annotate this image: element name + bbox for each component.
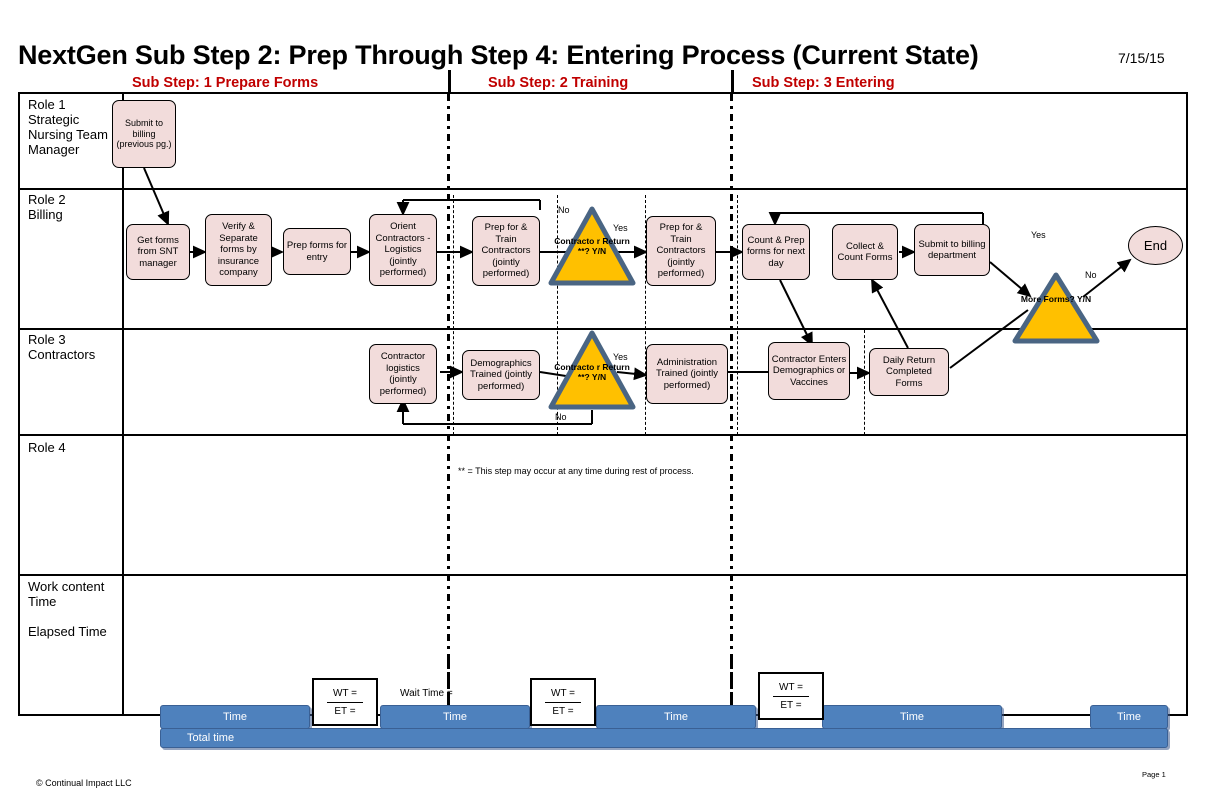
node-end[interactable]: End xyxy=(1128,226,1183,265)
helper-dash-2 xyxy=(557,195,558,435)
lane-divider-1 xyxy=(18,188,1188,190)
lane-label-role-1: Role 1 Strategic Nursing Team Manager xyxy=(28,97,108,157)
branch-label-no-role2: No xyxy=(558,205,570,215)
footnote-text: ** = This step may occur at any time dur… xyxy=(458,466,694,476)
decision-more-forms[interactable]: More Forms? Y/N xyxy=(1012,272,1100,344)
decision-contractor-return-role2[interactable]: Contracto r Return **? Y/N xyxy=(548,206,636,286)
et-label-1: ET = xyxy=(334,705,356,717)
decision-contractor-return-role3[interactable]: Contracto r Return **? Y/N xyxy=(548,330,636,410)
substep-divider-1 xyxy=(447,94,450,714)
substep-divider-1-lower xyxy=(447,660,450,720)
substep-label-1: Sub Step: 1 Prepare Forms xyxy=(132,75,319,91)
node-contractor-logistics[interactable]: Contractor logistics (jointly performed) xyxy=(369,344,437,404)
timeline-bar-1[interactable]: Time xyxy=(160,705,310,729)
node-prep-forms-for-entry[interactable]: Prep forms for entry xyxy=(283,228,351,275)
wt-label-2: WT = xyxy=(551,687,575,699)
branch-label-no-more-forms: No xyxy=(1085,270,1097,280)
node-contractor-enters-demographics[interactable]: Contractor Enters Demographics or Vaccin… xyxy=(768,342,850,400)
date-label: 7/15/15 xyxy=(1118,50,1165,66)
branch-label-yes-role2: Yes xyxy=(613,223,628,233)
lane-label-column-divider xyxy=(122,92,124,716)
substep-divider-2-lower xyxy=(730,660,733,720)
substep-divider-2-stub xyxy=(731,70,734,92)
substep-label-2: Sub Step: 2 Training xyxy=(488,75,629,91)
et-label-3: ET = xyxy=(780,699,802,711)
node-administration-trained[interactable]: Administration Trained (jointly performe… xyxy=(646,344,728,404)
helper-dash-1 xyxy=(453,195,454,435)
node-submit-billing-previous[interactable]: Submit to billing (previous pg.) xyxy=(112,100,176,168)
timeline-bar-2[interactable]: Time xyxy=(380,705,530,729)
node-collect-count-forms[interactable]: Collect & Count Forms xyxy=(832,224,898,280)
et-label-2: ET = xyxy=(552,705,574,717)
node-get-forms-from-snt-manager[interactable]: Get forms from SNT manager xyxy=(126,224,190,280)
wt-et-marker-2[interactable]: WT = ET = xyxy=(530,678,596,726)
helper-dash-4 xyxy=(737,195,738,435)
lane-label-role-4: Role 4 xyxy=(28,440,66,455)
wt-et-marker-1[interactable]: WT = ET = xyxy=(312,678,378,726)
wt-label-3: WT = xyxy=(779,681,803,693)
wt-label-1: WT = xyxy=(333,687,357,699)
lane-label-time: Work content Time Elapsed Time xyxy=(28,579,107,639)
timeline-bar-5[interactable]: Time xyxy=(1090,705,1168,729)
timeline-bar-4[interactable]: Time xyxy=(822,705,1002,729)
substep-divider-2 xyxy=(730,94,733,714)
helper-dash-5 xyxy=(864,330,865,435)
wt-rule-2 xyxy=(545,701,581,703)
node-verify-separate-forms[interactable]: Verify & Separate forms by insurance com… xyxy=(205,214,272,286)
wait-time-label: Wait Time = xyxy=(400,688,453,699)
node-count-prep-forms-next-day[interactable]: Count & Prep forms for next day xyxy=(742,224,810,280)
lane-divider-2 xyxy=(18,328,1188,330)
lane-label-role-3: Role 3 Contractors xyxy=(28,332,96,362)
substep-divider-1-stub xyxy=(448,70,451,92)
wt-rule-3 xyxy=(773,695,809,697)
node-orient-contractors-logistics[interactable]: Orient Contractors - Logistics (jointly … xyxy=(369,214,437,286)
lane-divider-3 xyxy=(18,434,1188,436)
node-daily-return-completed-forms[interactable]: Daily Return Completed Forms xyxy=(869,348,949,396)
wt-rule-1 xyxy=(327,701,363,703)
branch-label-yes-more-forms: Yes xyxy=(1031,230,1046,240)
timeline-bar-3[interactable]: Time xyxy=(596,705,756,729)
branch-label-no-role3: No xyxy=(555,412,567,422)
page-title: NextGen Sub Step 2: Prep Through Step 4:… xyxy=(18,40,979,70)
node-submit-to-billing-department[interactable]: Submit to billing department xyxy=(914,224,990,276)
wt-et-marker-3[interactable]: WT = ET = xyxy=(758,672,824,720)
substep-label-3: Sub Step: 3 Entering xyxy=(752,75,895,91)
lane-label-role-2: Role 2 Billing xyxy=(28,192,66,222)
node-prep-for-train-contractors-1[interactable]: Prep for & Train Contractors (jointly pe… xyxy=(472,216,540,286)
page-number: Page 1 xyxy=(1142,770,1166,779)
branch-label-yes-role3: Yes xyxy=(613,352,628,362)
copyright-text: © Continual Impact LLC xyxy=(36,778,132,788)
node-prep-for-train-contractors-2[interactable]: Prep for & Train Contractors (jointly pe… xyxy=(646,216,716,286)
helper-dash-3 xyxy=(645,195,646,435)
timeline-total-bar[interactable]: Total time xyxy=(160,728,1168,748)
lane-divider-4 xyxy=(18,574,1188,576)
node-demographics-trained[interactable]: Demographics Trained (jointly performed) xyxy=(462,350,540,400)
